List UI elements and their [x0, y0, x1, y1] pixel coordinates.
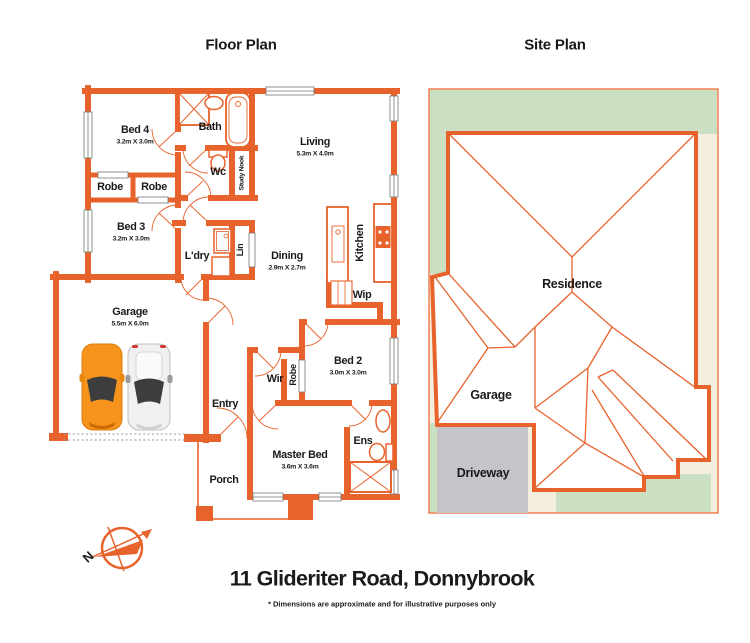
site-label-residence: Residence — [542, 277, 602, 291]
room-label-wc: Wc — [210, 166, 226, 178]
white-car — [125, 343, 173, 431]
room-label-bed4: Bed 4 — [121, 124, 149, 136]
room-dims-bed4: 3.2m X 3.0m — [116, 138, 154, 146]
room-dims-living: 5.3m X 4.0m — [296, 150, 334, 158]
pantry-shelves — [330, 280, 353, 306]
room-label-porch: Porch — [209, 474, 239, 486]
room-label-living: Living — [300, 136, 330, 148]
room-label-bed3: Bed 3 — [117, 221, 145, 233]
driveway-area — [437, 425, 528, 513]
room-label-lin: Lin — [235, 243, 245, 257]
room-label-robe1: Robe — [97, 181, 123, 193]
room-label-bed2: Bed 2 — [334, 355, 362, 367]
property-address: 11 Glideriter Road, Donnybrook — [229, 566, 535, 591]
roof-ridge-lines — [434, 132, 707, 490]
room-label-robe2: Robe — [141, 181, 167, 193]
compass-icon — [89, 526, 152, 572]
room-label-study-nook: Study Nook — [238, 155, 246, 191]
room-label-ldry: L'dry — [184, 250, 210, 262]
site-plan — [428, 88, 719, 514]
site-plan-title: Site Plan — [524, 36, 586, 54]
fixtures — [178, 92, 394, 493]
room-label-entry: Entry — [211, 398, 239, 410]
room-dims-master-bed: 3.6m X 3.6m — [281, 463, 319, 471]
windows — [83, 86, 399, 502]
room-dims-garage: 5.5m X 6.0m — [111, 320, 149, 328]
dimensions-disclaimer: * Dimensions are approximate and for ill… — [268, 599, 496, 609]
sink-icon — [331, 225, 345, 263]
door-arcs — [151, 128, 373, 439]
room-label-wir: Wir — [266, 373, 284, 385]
washer-icon — [211, 256, 231, 277]
ens-basin-icon — [375, 409, 391, 433]
stove-icon — [375, 226, 391, 248]
garage-door-dashes — [64, 433, 188, 441]
ens-toilet-icon — [385, 443, 394, 462]
floor-plan — [49, 85, 400, 521]
garage-cars — [79, 343, 173, 431]
orange-car — [79, 343, 125, 431]
floor-plan-title: Floor Plan — [205, 36, 277, 54]
basin-icon — [204, 95, 224, 111]
room-label-dining: Dining — [271, 250, 303, 262]
room-dims-bed2: 3.0m X 3.0m — [329, 369, 367, 377]
room-label-kitchen: Kitchen — [354, 224, 366, 262]
room-label-garage: Garage — [112, 306, 148, 318]
room-label-robe3: Robe — [288, 364, 298, 386]
porch-outline — [196, 441, 313, 521]
site-label-garage: Garage — [470, 388, 512, 402]
room-dims-bed3: 3.2m X 3.0m — [112, 235, 150, 243]
site-label-driveway: Driveway — [456, 466, 510, 480]
room-label-ens: Ens — [353, 435, 373, 447]
room-label-master-bed: Master Bed — [272, 449, 328, 461]
room-label-wip: Wip — [352, 289, 372, 301]
room-label-bath: Bath — [198, 121, 222, 133]
room-dims-dining: 2.9m X 2.7m — [268, 264, 306, 272]
